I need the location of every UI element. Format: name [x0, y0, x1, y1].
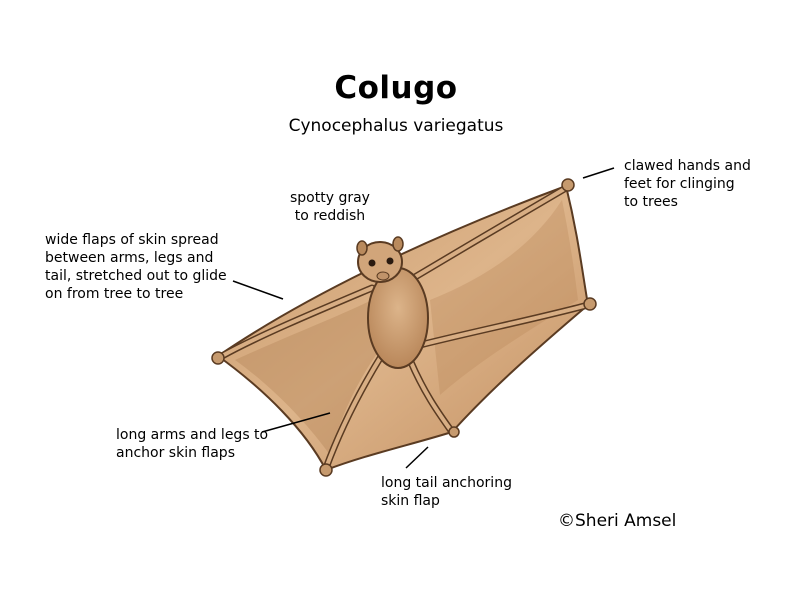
label-long-limbs: long arms and legs to anchor skin flaps: [116, 427, 269, 461]
right-hand-claws: [561, 178, 575, 192]
copyright-credit: ©Sheri Amsel: [558, 511, 677, 531]
snout: [376, 271, 390, 281]
tail-tip: [448, 426, 460, 438]
head: [357, 241, 403, 283]
pointer-tail: [405, 446, 429, 469]
left-hand-claws: [211, 351, 225, 365]
label-coat-color: spotty gray to reddish: [290, 190, 370, 224]
label-skin-flaps: wide flaps of skin spread between arms, …: [45, 232, 227, 302]
left-eye: [368, 259, 376, 267]
body: [367, 267, 429, 369]
left-foot-claws: [319, 463, 333, 477]
label-clawed-hands: clawed hands and feet for clinging to tr…: [624, 158, 751, 210]
right-foot-claws: [583, 297, 597, 311]
right-ear: [392, 236, 404, 252]
right-leg-fill: [418, 303, 590, 347]
right-arm-fill: [408, 186, 568, 282]
pointer-flaps: [232, 280, 284, 300]
scientific-name: Cynocephalus variegatus: [288, 116, 504, 136]
label-tail: long tail anchoring skin flap: [381, 475, 512, 509]
diagram-title: Colugo: [334, 70, 458, 106]
pointer-claws: [582, 167, 615, 179]
left-leg-fill: [324, 348, 387, 470]
membrane-shading: [235, 300, 395, 455]
membrane-shading-right: [430, 200, 578, 395]
left-arm-fill: [220, 286, 374, 358]
right-eye: [386, 257, 394, 265]
pointer-limbs: [261, 412, 331, 433]
left-ear: [356, 240, 368, 256]
tail-fill: [408, 358, 454, 434]
